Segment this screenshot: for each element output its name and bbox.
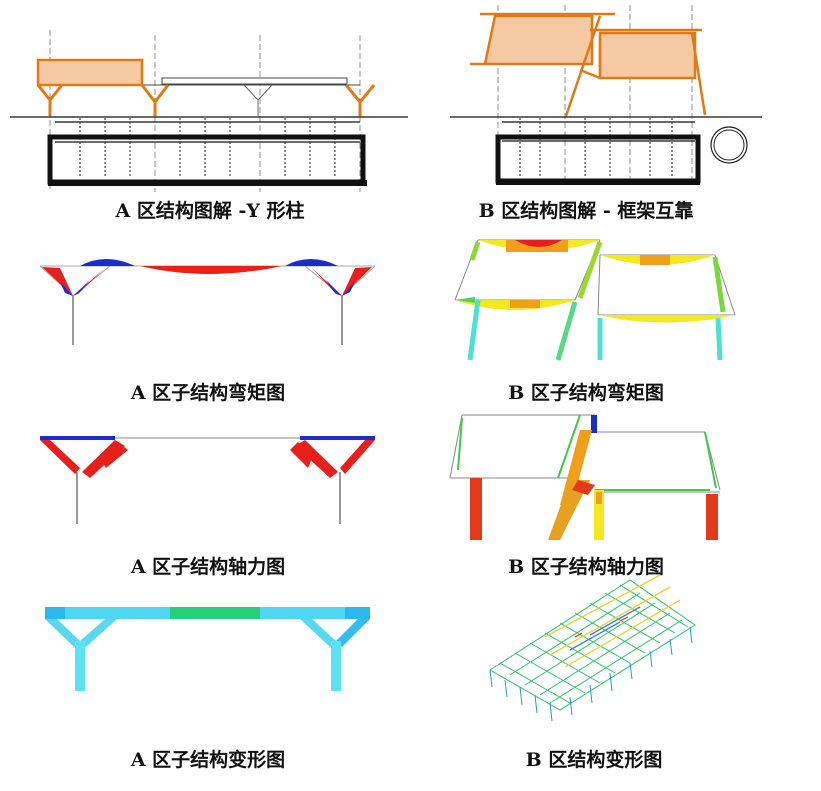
caption-a-structure: A 区结构图解 -Y 形柱	[115, 200, 305, 222]
caption-b-structure: B 区结构图解 - 框架互靠	[478, 200, 694, 222]
b-axial-diagram	[440, 410, 821, 545]
caption-a-moment: A 区子结构弯矩图	[130, 382, 286, 404]
caption-b-deform: B 区结构变形图	[525, 749, 663, 771]
b-structure-diagram	[440, 0, 821, 195]
caption-b-moment: B 区子结构弯矩图	[508, 382, 664, 404]
b-deform-diagram	[470, 575, 710, 725]
a-moment-diagram	[0, 230, 420, 370]
caption-a-deform: A 区子结构变形图	[130, 749, 286, 771]
a-axial-diagram	[0, 420, 420, 530]
b-moment-diagram	[440, 230, 821, 370]
caption-a-axial: A 区子结构轴力图	[130, 556, 286, 578]
caption-b-axial: B 区子结构轴力图	[508, 556, 664, 578]
a-deform-diagram	[0, 595, 420, 705]
a-structure-diagram	[0, 0, 420, 195]
